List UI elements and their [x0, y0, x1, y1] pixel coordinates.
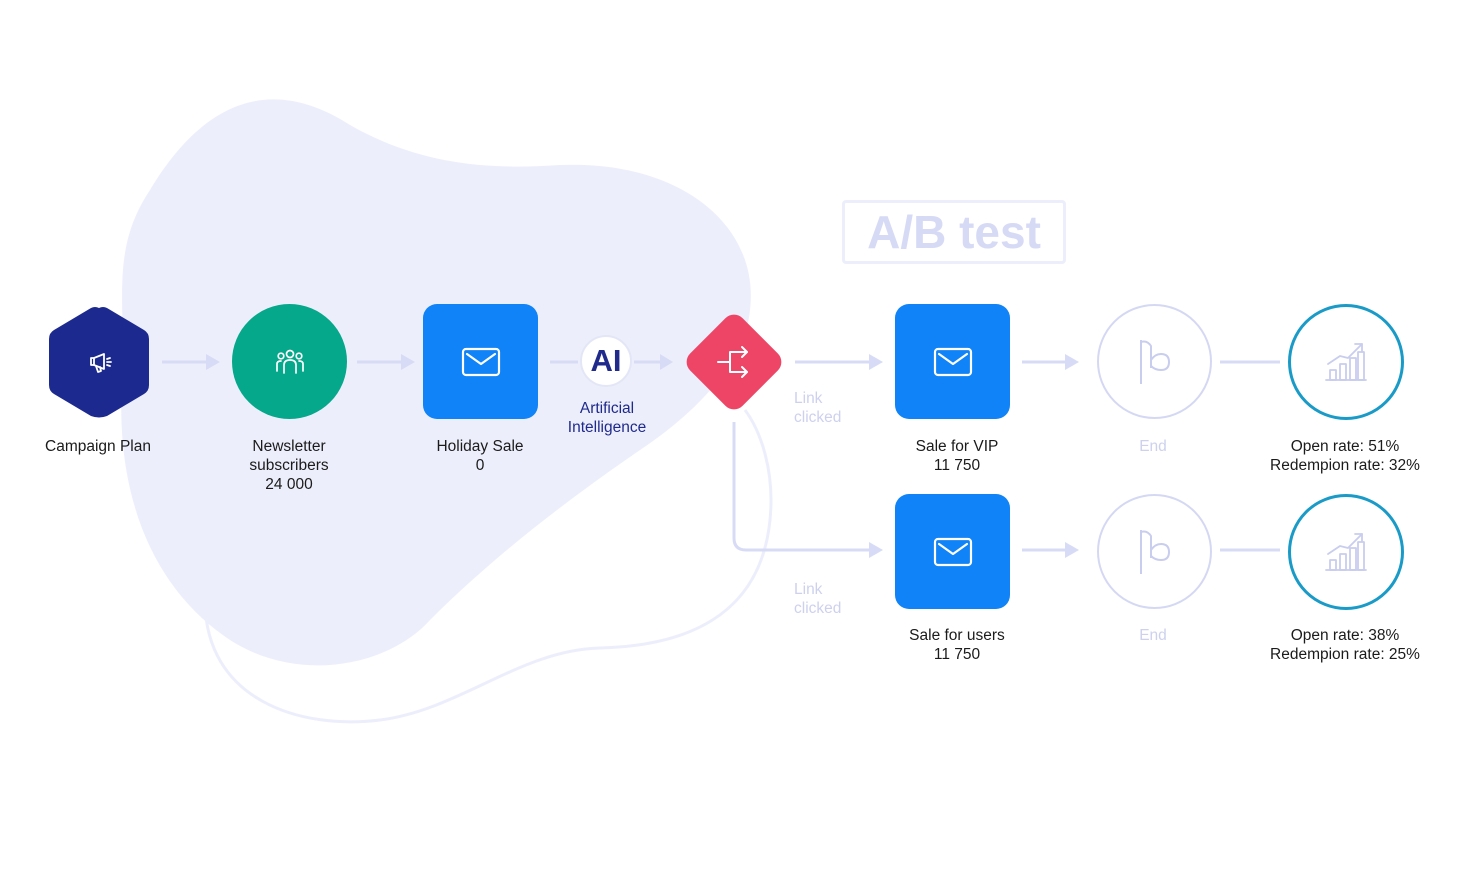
growth-chart-icon [1325, 533, 1367, 571]
sale-users-title: Sale for users [909, 627, 1005, 644]
branch-top-label: Link clicked [794, 389, 841, 427]
branch-top-line2: clicked [794, 409, 842, 426]
stats-node-top[interactable] [1288, 304, 1404, 420]
newsletter-label-line2: subscribers [249, 457, 329, 474]
campaign-plan-label: Campaign Plan [45, 438, 151, 455]
flag-icon [1139, 529, 1170, 574]
stats-bottom-label: Open rate: 38% Redempion rate: 25% [1250, 626, 1440, 664]
ai-label-line1: Artificial [579, 400, 635, 417]
sale-users-count: 11 750 [933, 646, 981, 663]
sale-vip-count: 11 750 [933, 457, 981, 474]
end-bottom-label: End [1139, 627, 1167, 644]
megaphone-icon [90, 353, 112, 373]
holiday-sale-title: Holiday Sale [436, 438, 524, 455]
stats-node-bottom[interactable] [1288, 494, 1404, 610]
branch-bottom-line2: clicked [794, 600, 842, 617]
redemption-rate-bottom: Redempion rate: 25% [1270, 646, 1420, 663]
background-blob-outline [203, 409, 773, 724]
split-arrows-icon [717, 346, 748, 378]
sale-vip-title: Sale for VIP [915, 438, 999, 455]
holiday-sale-node[interactable] [423, 304, 538, 419]
campaign-plan-node[interactable] [48, 306, 150, 418]
newsletter-count: 24 000 [265, 476, 313, 493]
growth-chart-icon [1325, 343, 1367, 381]
split-node[interactable] [681, 309, 787, 415]
ai-badge[interactable]: AI [580, 335, 632, 387]
stats-top-label: Open rate: 51% Redempion rate: 32% [1250, 437, 1440, 475]
connectors [162, 360, 1280, 552]
end-top-label: End [1139, 438, 1167, 455]
envelope-icon [933, 537, 972, 566]
arrow-heads [206, 354, 1079, 558]
sale-vip-label: Sale for VIP 11 750 [882, 437, 1032, 475]
flag-icon [1139, 339, 1170, 384]
sale-vip-node[interactable] [895, 304, 1010, 419]
sale-users-label: Sale for users 11 750 [882, 626, 1032, 664]
holiday-sale-label: Holiday Sale 0 [410, 437, 550, 475]
end-node-top[interactable] [1097, 304, 1212, 419]
envelope-icon [933, 347, 972, 376]
redemption-rate-top: Redempion rate: 32% [1270, 457, 1420, 474]
envelope-icon [461, 347, 500, 376]
end-node-bottom[interactable] [1097, 494, 1212, 609]
newsletter-subscribers-label: Newsletter subscribers 24 000 [219, 437, 359, 494]
branch-top-line1: Link [794, 390, 823, 407]
newsletter-subscribers-node[interactable] [232, 304, 347, 419]
open-rate-bottom: Open rate: 38% [1290, 627, 1400, 644]
holiday-sale-count: 0 [475, 457, 485, 474]
open-rate-top: Open rate: 51% [1290, 438, 1400, 455]
ab-test-title: A/B test [842, 200, 1066, 264]
ai-label: Artificial Intelligence [546, 399, 668, 437]
branch-bottom-line1: Link [794, 581, 823, 598]
people-group-icon [275, 349, 304, 374]
newsletter-label-line1: Newsletter [252, 438, 326, 455]
sale-users-node[interactable] [895, 494, 1010, 609]
branch-bottom-label: Link clicked [794, 580, 841, 618]
ai-label-line2: Intelligence [567, 419, 647, 436]
